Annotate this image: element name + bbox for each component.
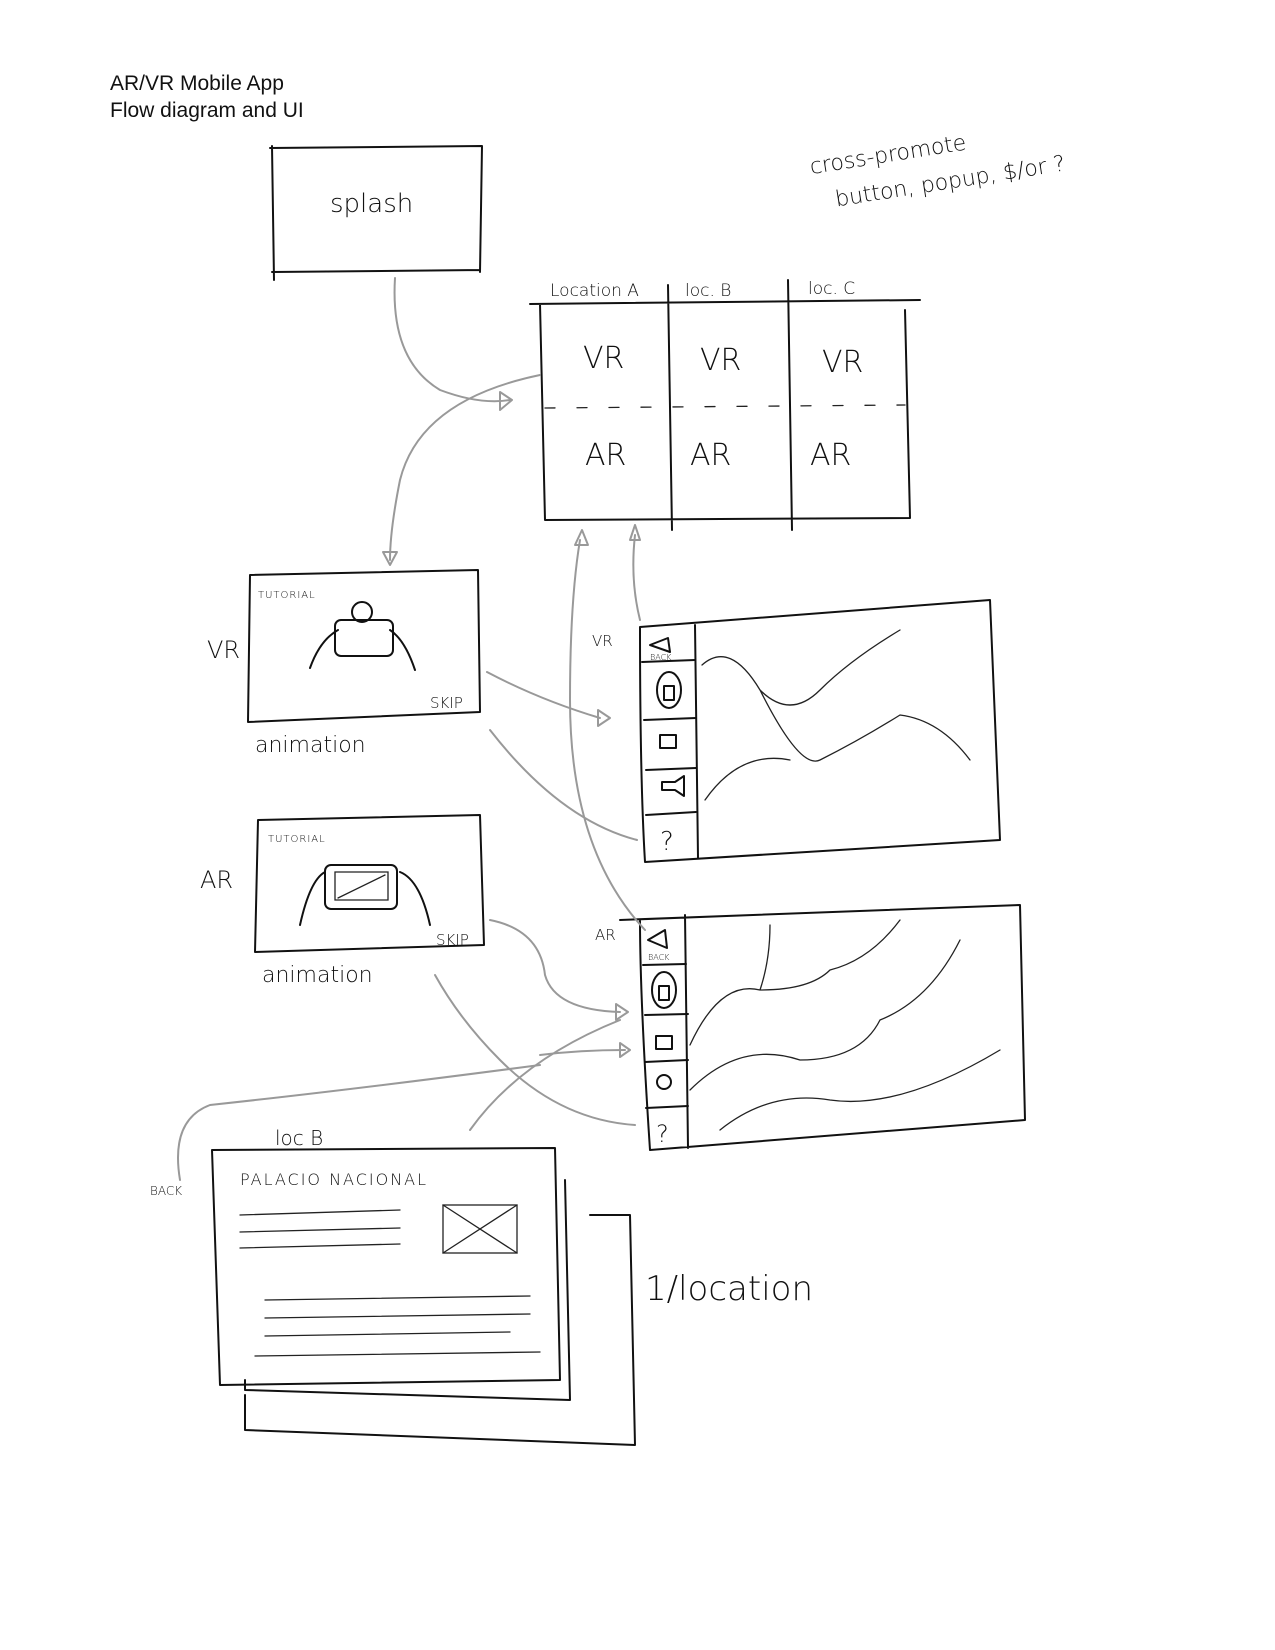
arrow-to-ar-screen <box>539 1049 626 1056</box>
ar-share-icon[interactable] <box>656 1074 672 1090</box>
vr-screen-label: VR <box>592 632 613 650</box>
column-location-a: Location A <box>550 281 639 301</box>
vr-screen: VR BACK ? <box>592 599 1001 863</box>
vr-cell-c[interactable]: VR <box>822 345 863 380</box>
ar-screen: AR BACK ? <box>595 904 1026 1151</box>
vr-tutorial-heading: TUTORIAL <box>258 590 316 601</box>
arrow-location-back <box>177 1064 541 1181</box>
vr-help-icon[interactable]: ? <box>660 827 674 857</box>
ar-tutorial-side-label: AR <box>200 866 233 894</box>
location-heading: PALACIO NACIONAL <box>240 1170 428 1189</box>
arrow-ar-tutorial-to-ar <box>489 919 621 1013</box>
vr-back-label[interactable]: BACK <box>650 653 672 662</box>
splash-label: splash <box>330 189 413 219</box>
location-grid: Location A loc. B loc. C VR VR VR AR AR … <box>529 279 921 531</box>
arrow-ar-to-grid <box>569 539 646 931</box>
arrow-head <box>382 551 398 566</box>
cross-promote-note: cross-promote button, popup, $/or ? <box>808 131 1067 213</box>
ar-back-icon[interactable] <box>647 929 668 949</box>
ar-back-label[interactable]: BACK <box>648 953 670 962</box>
arrow-head <box>615 1003 629 1021</box>
ar-tutorial-heading: TUTORIAL <box>268 834 326 845</box>
vr-speaker-icon[interactable] <box>661 775 685 797</box>
ar-skip-button[interactable]: SKIP <box>436 931 469 949</box>
arrow-head <box>499 391 513 411</box>
splash-screen: splash <box>269 145 483 281</box>
arrow-vr-to-tutorial <box>489 729 638 841</box>
vr-cell-a[interactable]: VR <box>583 341 624 376</box>
ar-tutorial-caption: animation <box>262 963 373 988</box>
location-detail-screen: loc B BACK PALACIO NACIONAL 1/location <box>150 1126 813 1446</box>
one-per-location-note: 1/location <box>645 1269 813 1309</box>
vr-headset-illustration <box>309 601 416 671</box>
ar-tutorial-screen: TUTORIAL SKIP AR animation <box>200 814 485 988</box>
vr-cell-b[interactable]: VR <box>700 343 741 378</box>
vr-tutorial-side-label: VR <box>207 636 240 664</box>
column-loc-b: loc. B <box>685 281 731 301</box>
arrow-vr-to-grid <box>632 534 641 621</box>
ar-cell-b[interactable]: AR <box>690 438 731 473</box>
arrow-ar-to-tutorial <box>434 974 636 1126</box>
arrow-ar-to-location <box>469 1019 621 1131</box>
location-back-button[interactable]: BACK <box>150 1184 182 1198</box>
vr-info-icon[interactable] <box>656 671 682 709</box>
title-line-2: Flow diagram and UI <box>110 99 304 122</box>
ar-screen-label: AR <box>595 926 616 944</box>
arrow-head <box>619 1042 631 1058</box>
image-placeholder <box>442 1204 518 1254</box>
arrow-head <box>597 709 611 727</box>
vr-skip-button[interactable]: SKIP <box>430 694 463 712</box>
column-loc-c: loc. C <box>808 279 855 299</box>
title-line-1: AR/VR Mobile App <box>110 72 284 95</box>
ar-help-icon[interactable]: ? <box>656 1120 669 1148</box>
location-page-label: loc B <box>275 1126 323 1150</box>
vr-tutorial-screen: TUTORIAL SKIP VR animation <box>207 569 481 758</box>
ar-cell-c[interactable]: AR <box>810 438 851 473</box>
ar-cell-a[interactable]: AR <box>585 438 626 473</box>
arrow-grid-to-vr-tutorial <box>389 374 541 561</box>
ar-camera-icon[interactable] <box>655 1035 673 1050</box>
page-title: AR/VR Mobile App Flow diagram and UI <box>110 70 304 124</box>
vr-camera-icon[interactable] <box>659 734 677 749</box>
arrow-vr-tutorial-to-vr <box>486 671 601 719</box>
vr-tutorial-caption: animation <box>255 733 366 758</box>
ar-info-icon[interactable] <box>651 971 677 1009</box>
vr-back-icon[interactable] <box>649 637 671 653</box>
arrow-head <box>574 529 589 546</box>
flow-arrows <box>177 277 646 1181</box>
ar-tablet-illustration <box>299 864 431 926</box>
arrow-head <box>629 524 641 541</box>
arrow-splash-to-grid <box>393 277 511 403</box>
